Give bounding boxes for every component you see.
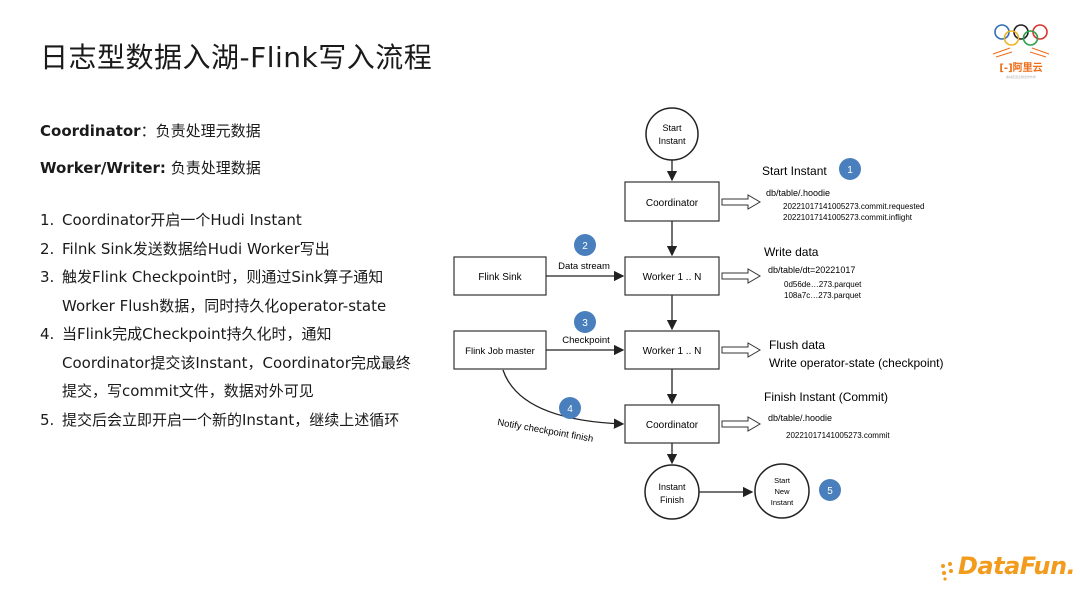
notify-label: Notify checkpoint finish — [496, 417, 594, 445]
step-number: 3. — [40, 268, 55, 286]
output-arrow-flush — [721, 342, 761, 358]
page-title: 日志型数据入湖-Flink写入流程 — [40, 41, 433, 74]
flink-write-flow-diagram: Start Instant Coordinator Worker 1 .. N … — [453, 107, 944, 520]
step-item: 1. Coordinator开启一个Hudi Instant — [40, 206, 430, 235]
finish-instant-heading: Finish Instant (Commit) — [764, 390, 888, 404]
worker-box-write: Worker 1 .. N — [624, 256, 720, 296]
role-worker: Worker/Writer: 负责处理数据 — [40, 157, 261, 178]
step-item: 4. 当Flink完成Checkpoint持久化时，通知 Coordinator提… — [40, 320, 430, 406]
flink-sink-label: Flink Sink — [478, 272, 522, 283]
step-badge-3: 3 — [574, 311, 596, 333]
coordinator-box-label: Coordinator — [646, 420, 699, 431]
output-arrow-write — [721, 268, 761, 284]
finish-node-label-2: Finish — [660, 495, 684, 505]
finish-node-label-1: Instant — [658, 482, 686, 492]
aliyun-logo-mark: [-] — [999, 63, 1013, 74]
new-node-label-1: Start — [774, 476, 791, 485]
step-text: 提交后会立即开启一个新的Instant，继续上述循环 — [62, 410, 400, 429]
badge-number: 3 — [582, 318, 588, 329]
output-arrow-commit — [721, 416, 761, 432]
start-instant-heading: Start Instant — [762, 164, 827, 178]
step-badge-4: 4 — [559, 397, 581, 419]
step-number: 5. — [40, 410, 55, 429]
worker-box-flush: Worker 1 .. N — [624, 330, 720, 370]
worker-box-label: Worker 1 .. N — [643, 272, 702, 283]
step-text: Filnk Sink发送数据给Hudi Worker写出 — [62, 239, 330, 258]
start-instant-node: Start Instant — [645, 107, 699, 161]
finish-instant-file: 20221017141005273.commit — [786, 431, 890, 440]
step-badge-1: 1 — [839, 158, 861, 180]
checkpoint-label: Checkpoint — [562, 335, 610, 346]
step-number: 1. — [40, 211, 55, 229]
instant-finish-node: Instant Finish — [644, 464, 700, 520]
flush-data-heading: Flush data — [769, 338, 825, 352]
badge-number: 1 — [847, 165, 853, 176]
olympic-rings-logo — [992, 24, 1050, 58]
write-data-heading: Write data — [764, 245, 819, 259]
step-item: 5. 提交后会立即开启一个新的Instant，继续上述循环 — [40, 406, 430, 435]
step-item: 3. 触发Flink Checkpoint时，则通过Sink算子通知 Worker… — [40, 263, 430, 320]
start-instant-file: 20221017141005273.commit.requested — [783, 202, 924, 211]
start-new-instant-node: Start New Instant — [754, 463, 810, 519]
flink-sink-box: Flink Sink — [453, 256, 547, 296]
aliyun-logo-subtext: 奥林匹克全球合作伙伴 — [1005, 75, 1036, 79]
step-badge-2: 2 — [574, 234, 596, 256]
finish-instant-path: db/table/.hoodie — [768, 413, 832, 423]
start-node-label-2: Instant — [658, 136, 686, 146]
datafun-dots-icon — [941, 562, 953, 581]
data-stream-label: Data stream — [558, 261, 610, 272]
step-list: 1. Coordinator开启一个Hudi Instant 2. Filnk Si… — [40, 206, 430, 434]
output-arrow-start — [721, 194, 761, 210]
role-coordinator: Coordinator：负责处理元数据 — [40, 120, 261, 141]
step-item: 2. Filnk Sink发送数据给Hudi Worker写出 — [40, 235, 430, 264]
badge-number: 5 — [827, 486, 833, 497]
datafun-logo: DataFun. — [958, 552, 1076, 580]
write-data-file: 0d56de…273.parquet — [784, 280, 862, 289]
aliyun-logo-text: 阿里云 — [1012, 63, 1043, 74]
badge-number: 4 — [567, 404, 573, 415]
flush-state-text: Write operator-state (checkpoint) — [769, 356, 944, 370]
step-number: 4. — [40, 325, 55, 343]
coordinator-box-label: Coordinator — [646, 198, 699, 209]
start-node-label-1: Start — [662, 123, 682, 133]
worker-box-label: Worker 1 .. N — [643, 346, 702, 357]
role-worker-name: Worker/Writer: — [40, 159, 166, 177]
write-data-path: db/table/dt=20221017 — [768, 265, 855, 275]
badge-number: 2 — [582, 241, 588, 252]
step-badge-5: 5 — [819, 479, 841, 501]
role-coordinator-desc: 负责处理元数据 — [155, 122, 261, 140]
new-node-label-3: Instant — [771, 498, 794, 507]
coordinator-box-commit: Coordinator — [624, 404, 720, 444]
write-data-file: 108a7c…273.parquet — [784, 291, 862, 300]
role-coordinator-sep: ： — [140, 122, 156, 140]
new-node-label-2: New — [774, 487, 790, 496]
step-text: Coordinator开启一个Hudi Instant — [62, 211, 302, 229]
coordinator-box-start: Coordinator — [624, 181, 720, 222]
job-master-label: Flink Job master — [465, 346, 535, 357]
job-master-box: Flink Job master — [453, 330, 547, 370]
step-text: 当Flink完成Checkpoint持久化时，通知 Coordinator提交该… — [62, 325, 411, 400]
aliyun-logo: [-]阿里云 奥林匹克全球合作伙伴 — [990, 59, 1052, 79]
role-worker-desc: 负责处理数据 — [170, 159, 261, 177]
step-text: 触发Flink Checkpoint时，则通过Sink算子通知 Worker F… — [62, 268, 387, 315]
step-number: 2. — [40, 239, 55, 258]
arrow-notify-checkpoint — [502, 369, 625, 429]
start-instant-path: db/table/.hoodie — [766, 188, 830, 198]
role-coordinator-name: Coordinator — [40, 122, 141, 140]
start-instant-file: 20221017141005273.commit.inflight — [783, 213, 913, 222]
